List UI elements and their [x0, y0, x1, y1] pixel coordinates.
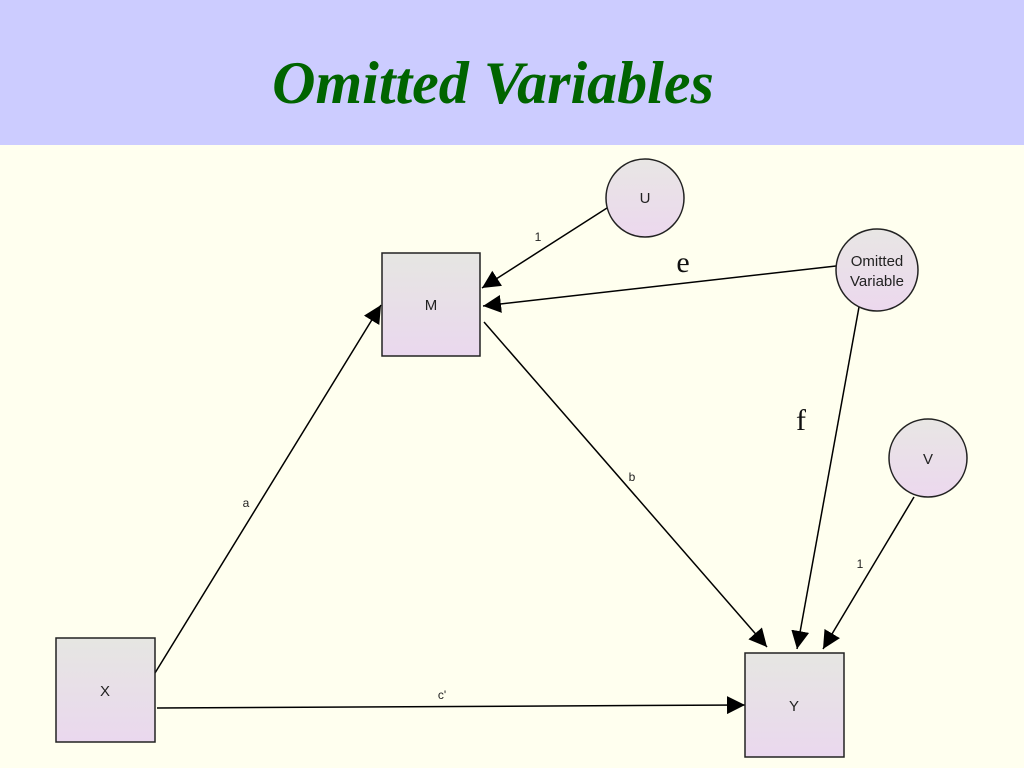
edge-label-a: a — [243, 496, 250, 510]
svg-text:Omitted: Omitted — [851, 253, 904, 270]
slide-title: Omitted Variables — [272, 50, 714, 116]
svg-text:Variable: Variable — [850, 273, 904, 290]
edge-u-to-m — [481, 207, 608, 289]
edge-label-c-prime: c' — [438, 688, 446, 702]
edge-label-e: e — [676, 246, 689, 279]
title-banner — [0, 0, 1024, 145]
node-v: V — [888, 418, 968, 498]
node-y: Y — [744, 652, 845, 758]
edge-x-to-y — [156, 696, 746, 715]
svg-text:M: M — [425, 297, 438, 314]
edge-m-to-y — [483, 321, 768, 648]
edge-label-f: f — [796, 404, 806, 437]
edge-v-to-y — [822, 496, 915, 650]
svg-text:V: V — [923, 451, 933, 468]
edge-label-v-to-y: 1 — [857, 557, 864, 571]
edge-x-to-m — [154, 304, 382, 674]
node-m: M — [381, 252, 481, 357]
svg-text:X: X — [100, 683, 110, 700]
edge-omitted-to-m — [482, 265, 837, 313]
node-x: X — [55, 637, 156, 743]
svg-text:Y: Y — [789, 698, 799, 715]
edge-label-u-to-m: 1 — [535, 230, 542, 244]
edge-label-b: b — [629, 470, 636, 484]
node-u: U — [605, 158, 685, 238]
node-omitted-variable: Omitted Variable — [835, 228, 919, 312]
edge-omitted-to-y — [791, 306, 860, 650]
svg-text:U: U — [640, 190, 651, 207]
